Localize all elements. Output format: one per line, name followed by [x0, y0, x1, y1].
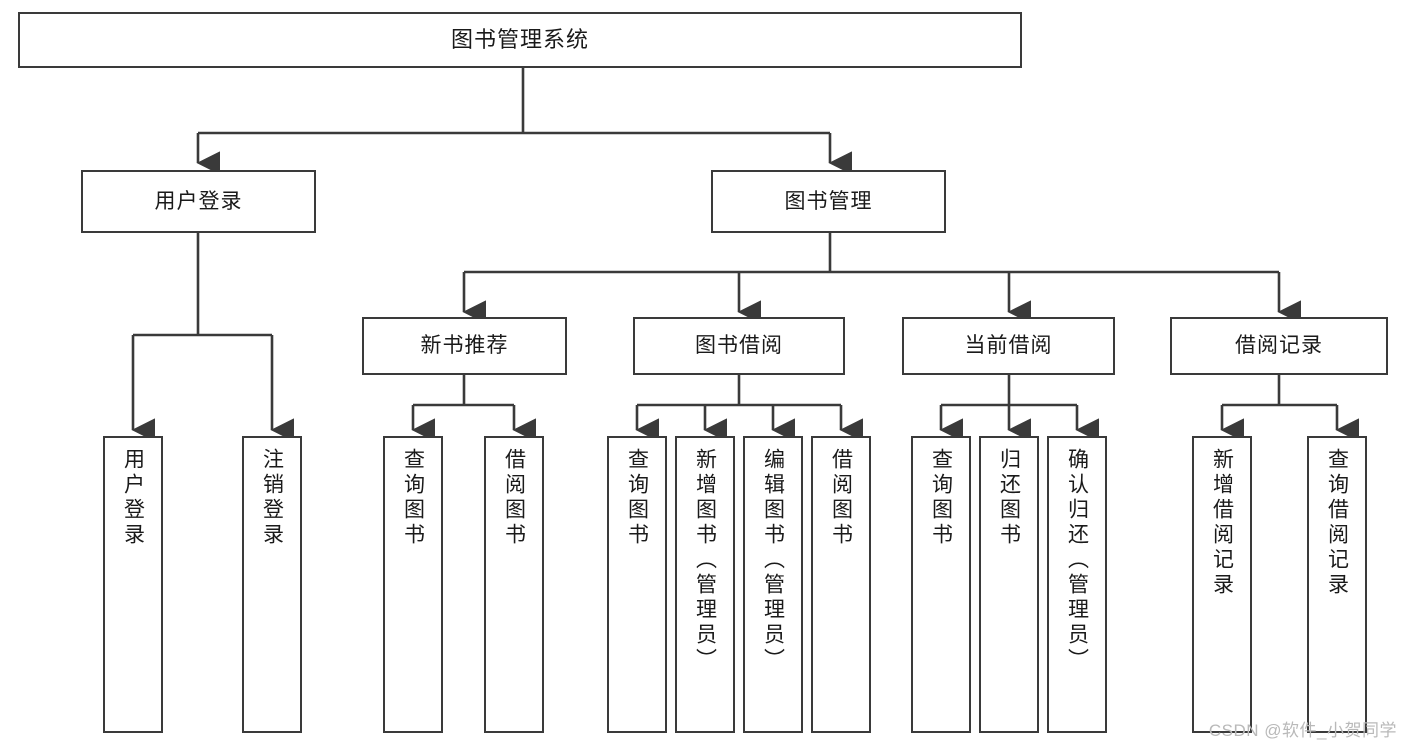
node-book-borrow[interactable]: 图书借阅: [633, 317, 845, 375]
leaf-recommend-query-book[interactable]: 查询图书: [383, 436, 443, 733]
node-label: 图书管理系统: [450, 26, 589, 52]
node-label: 注销登录: [260, 448, 284, 548]
node-label: 查询图书: [401, 448, 425, 548]
node-label: 新增图书（管理员）: [693, 448, 717, 673]
leaf-current-return-book[interactable]: 归还图书: [979, 436, 1039, 733]
node-user-login[interactable]: 用户登录: [81, 170, 316, 233]
node-book-management[interactable]: 图书管理: [711, 170, 946, 233]
node-label: 当前借阅: [964, 334, 1053, 358]
node-label: 查询图书: [929, 448, 953, 548]
leaf-record-add-record[interactable]: 新增借阅记录: [1192, 436, 1252, 733]
node-label: 查询借阅记录: [1325, 448, 1349, 598]
node-label: 归还图书: [997, 448, 1021, 548]
leaf-borrow-borrow-book[interactable]: 借阅图书: [811, 436, 871, 733]
node-label: 借阅记录: [1235, 334, 1323, 358]
node-new-book-recommend[interactable]: 新书推荐: [362, 317, 567, 375]
leaf-borrow-query-book[interactable]: 查询图书: [607, 436, 667, 733]
node-label: 用户登录: [154, 189, 243, 213]
leaf-record-query-record[interactable]: 查询借阅记录: [1307, 436, 1367, 733]
node-label: 用户登录: [121, 448, 145, 548]
leaf-current-query-book[interactable]: 查询图书: [911, 436, 971, 733]
node-label: 图书借阅: [695, 334, 783, 358]
leaf-recommend-borrow-book[interactable]: 借阅图书: [484, 436, 544, 733]
leaf-borrow-edit-book-admin[interactable]: 编辑图书（管理员）: [743, 436, 803, 733]
node-label: 借阅图书: [502, 448, 526, 548]
csdn-watermark: CSDN @软件_小贺同学: [1208, 721, 1397, 740]
node-root-system[interactable]: 图书管理系统: [18, 12, 1022, 68]
leaf-borrow-add-book-admin[interactable]: 新增图书（管理员）: [675, 436, 735, 733]
node-label: 编辑图书（管理员）: [761, 448, 785, 673]
node-current-borrow[interactable]: 当前借阅: [902, 317, 1115, 375]
node-label: 新书推荐: [420, 334, 509, 358]
node-borrow-record[interactable]: 借阅记录: [1170, 317, 1388, 375]
node-label: 借阅图书: [829, 448, 853, 548]
node-label: 查询图书: [625, 448, 649, 548]
node-label: 图书管理: [784, 189, 873, 213]
leaf-current-confirm-return-admin[interactable]: 确认归还（管理员）: [1047, 436, 1107, 733]
leaf-logout[interactable]: 注销登录: [242, 436, 302, 733]
leaf-user-login[interactable]: 用户登录: [103, 436, 163, 733]
node-label: 确认归还（管理员）: [1065, 448, 1089, 673]
node-label: 新增借阅记录: [1210, 448, 1234, 598]
